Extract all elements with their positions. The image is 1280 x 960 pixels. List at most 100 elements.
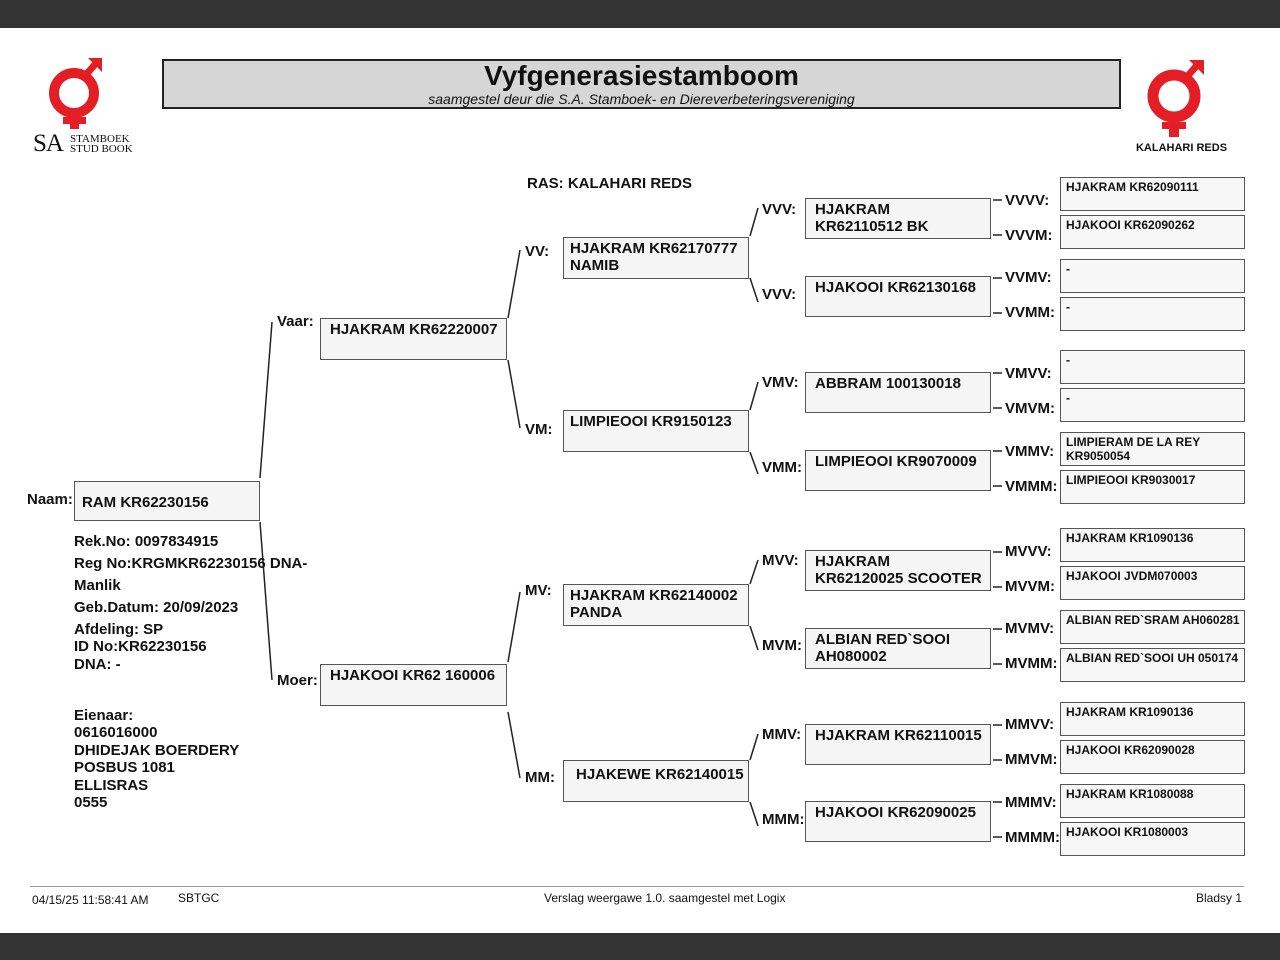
- sa-studbook-logo: SA STAMBOEK STUD BOOK: [30, 55, 134, 157]
- mvvm-name: HJAKOOI JVDM070003: [1066, 569, 1198, 583]
- mmvv-label: MMVV:: [1005, 716, 1055, 733]
- mvmv-label: MVMV:: [1005, 620, 1055, 637]
- kalahari-reds-label: KALAHARI REDS: [1135, 142, 1228, 154]
- mm-box: HJAKEWE KR62140015: [563, 760, 749, 802]
- mvm-name-line1: ALBIAN RED`SOOI: [815, 631, 950, 648]
- mvmv-box: ALBIAN RED`SRAM AH060281: [1060, 610, 1245, 644]
- owner-address2: ELLISRAS: [74, 777, 149, 794]
- vvmm-label: VVMM:: [1005, 304, 1055, 321]
- sire-name: HJAKRAM KR62220007: [330, 321, 498, 338]
- vv-label: VV:: [525, 243, 550, 260]
- mv-name-line1: HJAKRAM KR62140002: [570, 587, 738, 604]
- mv-label: MV:: [525, 582, 552, 599]
- vmmm-label: VMMM:: [1005, 478, 1058, 495]
- owner-label: Eienaar:: [74, 707, 134, 724]
- vvv-box: HJAKRAM KR62110512 BK: [805, 198, 991, 239]
- owner-name: DHIDEJAK BOERDERY: [74, 742, 240, 759]
- reg-no: Reg No:KRGMKR62230156 DNA-: [74, 555, 308, 572]
- mmm-label: MMM:: [762, 811, 805, 828]
- sire-box: HJAKRAM KR62220007: [320, 318, 507, 360]
- mvvv-box: HJAKRAM KR1090136: [1060, 528, 1245, 562]
- mvvm-box: HJAKOOI JVDM070003: [1060, 566, 1245, 600]
- owner-code: 0555: [74, 794, 108, 811]
- mm-name: HJAKEWE KR62140015: [576, 766, 744, 783]
- vmmv-name-line2: KR9050054: [1066, 449, 1131, 463]
- vmmm-name: LIMPIEOOI KR9030017: [1066, 473, 1196, 487]
- mvmm-name: ALBIAN RED`SOOI UH 050174: [1066, 651, 1239, 665]
- mvmm-label: MVMM:: [1005, 655, 1058, 672]
- vmvv-name: -: [1066, 353, 1070, 367]
- mvvv-label: MVVV:: [1005, 543, 1052, 560]
- gender-symbol-icon: [49, 58, 102, 129]
- vv-box: HJAKRAM KR62170777 NAMIB: [563, 237, 749, 279]
- vmm-name: LIMPIEOOI KR9070009: [815, 453, 977, 470]
- vm-label: VM:: [525, 421, 553, 438]
- rek-no: Rek.No: 0097834915: [74, 533, 219, 550]
- vvvv-name: HJAKRAM KR62090111: [1066, 180, 1199, 194]
- name-label: Naam:: [27, 491, 73, 508]
- mmv-box: HJAKRAM KR62110015: [805, 724, 991, 765]
- mvvv-name: HJAKRAM KR1090136: [1066, 531, 1194, 545]
- vmv-box: ABBRAM 100130018: [805, 372, 991, 413]
- mvm-label: MVM:: [762, 637, 802, 654]
- vm-box: LIMPIEOOI KR9150123: [563, 410, 749, 452]
- vvvv-box: HJAKRAM KR62090111: [1060, 177, 1245, 211]
- birth-date: Geb.Datum: 20/09/2023: [74, 599, 239, 616]
- mmvv-name: HJAKRAM KR1090136: [1066, 705, 1194, 719]
- dam-box: HJAKOOI KR62 160006: [320, 664, 507, 706]
- vmv-name: ABBRAM 100130018: [815, 375, 961, 392]
- page-title: Vyfgenerasiestamboom: [484, 60, 799, 91]
- vaar-label: Vaar:: [277, 313, 314, 330]
- vvmv-box: -: [1060, 259, 1245, 293]
- mmmv-label: MMMV:: [1005, 794, 1057, 811]
- vvvm-name: HJAKOOI KR62090262: [1066, 218, 1195, 232]
- mvv-name-line1: HJAKRAM: [815, 553, 890, 570]
- mv-name-line2: PANDA: [570, 604, 623, 621]
- breed-label: RAS: KALAHARI REDS: [527, 175, 692, 192]
- title-box: Vyfgenerasiestamboom saamgestel deur die…: [162, 59, 1121, 109]
- vmmm-box: LIMPIEOOI KR9030017: [1060, 470, 1245, 504]
- footer-page-number: Bladsy 1: [1196, 891, 1243, 905]
- vmmv-box: LIMPIERAM DE LA REY KR9050054: [1060, 432, 1245, 466]
- mmmm-name: HJAKOOI KR1080003: [1066, 825, 1189, 839]
- vmvv-label: VMVV:: [1005, 365, 1052, 382]
- vmvm-label: VMVM:: [1005, 400, 1055, 417]
- dna: DNA: -: [74, 656, 121, 673]
- mmmm-label: MMMM:: [1005, 829, 1060, 846]
- mmv-label: MMV:: [762, 726, 802, 743]
- footer-version: Verslag weergawe 1.0. saamgestel met Log…: [544, 891, 786, 905]
- vmvv-box: -: [1060, 350, 1245, 384]
- bottom-bar: [0, 933, 1280, 960]
- mvmm-box: ALBIAN RED`SOOI UH 050174: [1060, 648, 1245, 682]
- vvvm-label: VVVM:: [1005, 227, 1053, 244]
- vmm-box: LIMPIEOOI KR9070009: [805, 450, 991, 491]
- mvv-box: HJAKRAM KR62120025 SCOOTER: [805, 550, 991, 591]
- vvmv-name: -: [1066, 262, 1070, 276]
- page-subtitle: saamgestel deur die S.A. Stamboek- en Di…: [428, 91, 855, 107]
- mvm-name-line2: AH080002: [815, 648, 887, 665]
- kalahari-reds-logo: KALAHARI REDS: [1130, 58, 1228, 158]
- vmvm-box: -: [1060, 388, 1245, 422]
- mmmm-box: HJAKOOI KR1080003: [1060, 822, 1245, 856]
- dam-name: HJAKOOI KR62 160006: [330, 667, 496, 684]
- vmmv-label: VMMV:: [1005, 443, 1055, 460]
- mmvm-box: HJAKOOI KR62090028: [1060, 740, 1245, 774]
- mmm-box: HJAKOOI KR62090025: [805, 801, 991, 842]
- vmvm-name: -: [1066, 391, 1070, 405]
- vvvm-box: HJAKOOI KR62090262: [1060, 215, 1245, 249]
- vvm-label: VVV:: [762, 286, 797, 303]
- footer-timestamp: 04/15/25 11:58:41 AM: [32, 893, 149, 907]
- moer-label: Moer:: [277, 672, 318, 689]
- section: Afdeling: SP: [74, 621, 164, 638]
- gender-symbol-icon: [1147, 60, 1204, 137]
- mv-box: HJAKRAM KR62140002 PANDA: [563, 584, 749, 626]
- vv-name-line2: NAMIB: [570, 257, 620, 274]
- mmmv-name: HJAKRAM KR1080088: [1066, 787, 1194, 801]
- vvv-label: VVV:: [762, 201, 797, 218]
- vvmv-label: VVMV:: [1005, 269, 1052, 286]
- vv-name-line1: HJAKRAM KR62170777: [570, 240, 738, 257]
- mmv-name: HJAKRAM KR62110015: [815, 727, 982, 744]
- owner-number: 0616016000: [74, 724, 158, 741]
- vvv-name-line2: KR62110512 BK: [815, 218, 929, 235]
